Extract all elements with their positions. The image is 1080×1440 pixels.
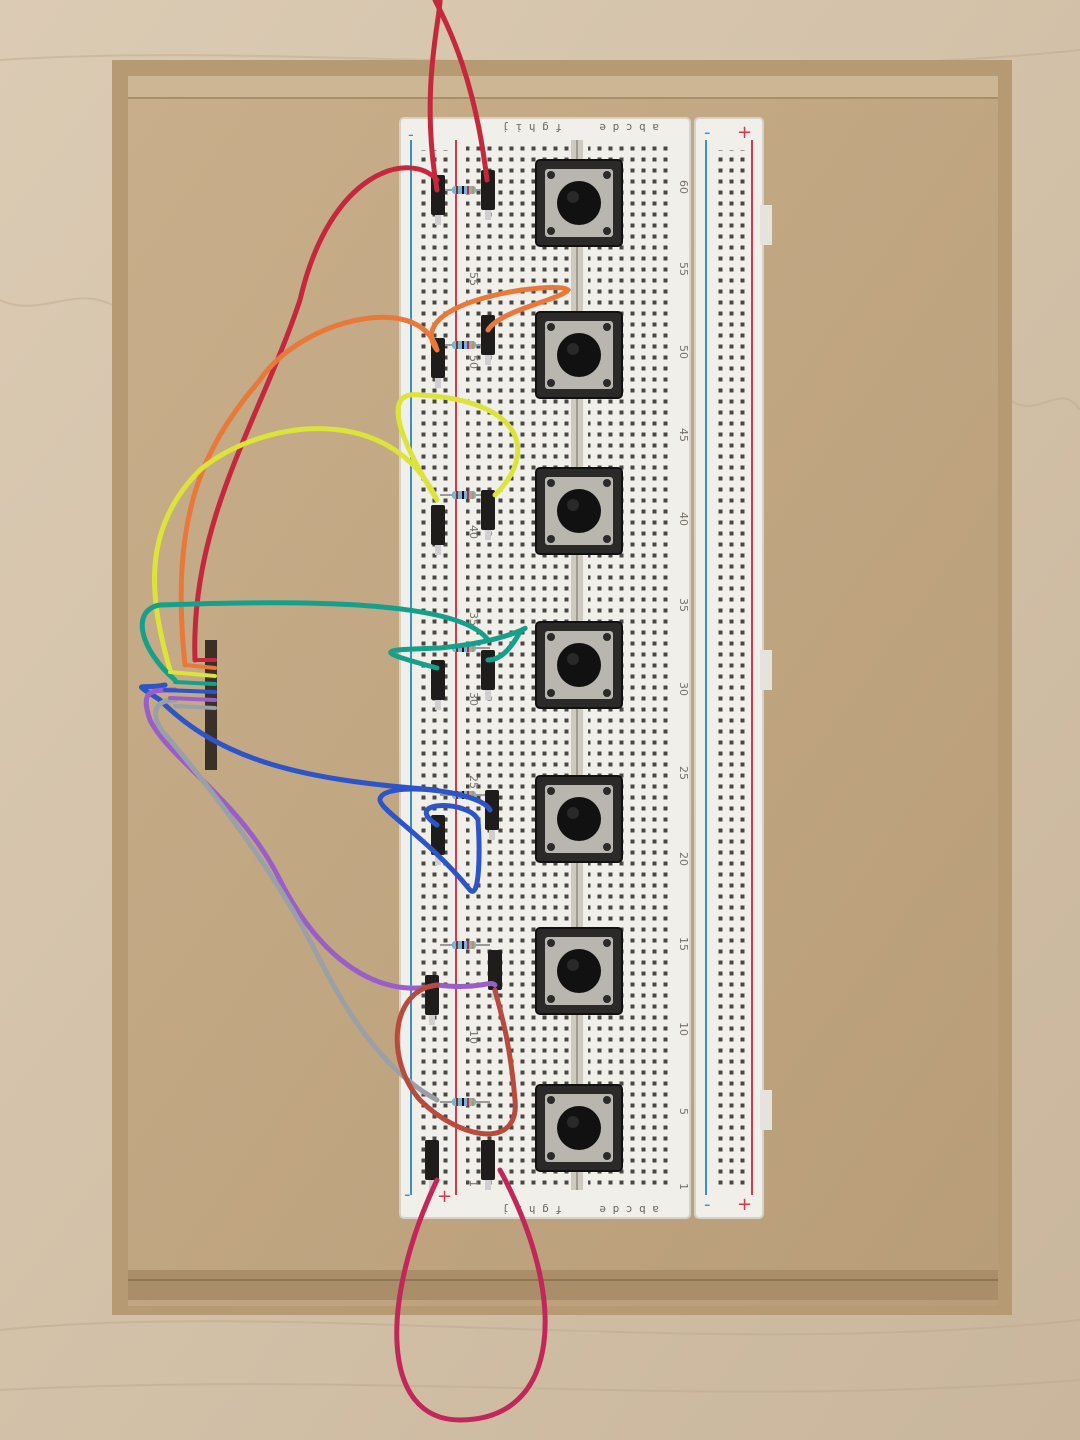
- wire-red-long: [192, 165, 440, 663]
- row-number-right: 50: [677, 345, 690, 359]
- row-number-left: 10: [467, 1030, 480, 1044]
- row-number-right: 15: [677, 937, 690, 951]
- top-column-letters-right: a b c d e: [599, 121, 659, 134]
- wire-blue: [139, 682, 493, 894]
- rail-left-top-sign: -: [408, 125, 414, 144]
- button-cap[interactable]: [557, 949, 601, 993]
- row-number-right: 10: [677, 1022, 690, 1036]
- row-number-left: 35: [467, 612, 480, 626]
- rail-left-bottom-minus: -: [404, 1184, 411, 1205]
- pin-header: [481, 490, 495, 540]
- button-cap[interactable]: [557, 643, 601, 687]
- wire-gray: [153, 697, 440, 1103]
- rail-left-bottom-plus: +: [437, 1186, 452, 1207]
- resistor: [440, 941, 490, 949]
- rail-right-bottom-minus: -: [704, 1194, 711, 1215]
- pin-header: [431, 505, 445, 555]
- push-button[interactable]: [535, 1084, 623, 1172]
- rail-right-top-minus: -: [704, 122, 711, 143]
- row-number-right: 60: [677, 180, 690, 194]
- push-button[interactable]: [535, 467, 623, 555]
- breadboard-labels: f g h i j a b c d e f g h i j a b c d e …: [404, 121, 752, 1216]
- button-cap[interactable]: [557, 1106, 601, 1150]
- row-number-left: 40: [467, 525, 480, 539]
- push-button[interactable]: [535, 775, 623, 863]
- button-cap[interactable]: [557, 181, 601, 225]
- wire-magenta-loop: [394, 1167, 548, 1423]
- wire-brown-red: [394, 982, 518, 1137]
- wire-teal: [139, 600, 528, 683]
- bottom-column-letters: f g h i j: [502, 1203, 562, 1216]
- row-number-right: 1: [677, 1183, 690, 1190]
- pin-header: [481, 1140, 495, 1190]
- wire-purple: [143, 687, 440, 991]
- row-number-right: 55: [677, 262, 690, 276]
- row-number-left: 25: [467, 775, 480, 789]
- row-number-right: 5: [677, 1108, 690, 1115]
- wire-yellow: [152, 392, 521, 673]
- wire-orange: [178, 285, 572, 668]
- row-number-right: 45: [677, 428, 690, 442]
- button-cap[interactable]: [557, 489, 601, 533]
- row-number-left: 55: [467, 272, 480, 286]
- resistor: [440, 341, 490, 349]
- button-cap[interactable]: [557, 333, 601, 377]
- push-button[interactable]: [535, 621, 623, 709]
- jumper-wires: [139, 0, 572, 1423]
- push-buttons: [535, 159, 623, 1172]
- row-number-right: 25: [677, 766, 690, 780]
- row-number-left: 30: [467, 692, 480, 706]
- row-number-right: 35: [677, 598, 690, 612]
- row-number-left: 50: [467, 355, 480, 369]
- rail-right-top-plus: +: [737, 122, 752, 143]
- pin-header: [431, 660, 445, 710]
- push-button[interactable]: [535, 159, 623, 247]
- rail-right-bottom-plus: +: [737, 1194, 752, 1215]
- wire-red-top-2: [432, 0, 490, 183]
- wire-purple-2: [434, 981, 498, 989]
- button-cap[interactable]: [557, 797, 601, 841]
- resistor: [440, 1098, 490, 1106]
- push-button[interactable]: [535, 927, 623, 1015]
- row-number-left: 1: [467, 1180, 480, 1187]
- row-number-right: 20: [677, 852, 690, 866]
- row-number-right: 30: [677, 682, 690, 696]
- bottom-column-letters-right: a b c d e: [599, 1203, 659, 1216]
- row-number-right: 40: [677, 512, 690, 526]
- top-column-letters: f g h i j: [502, 121, 562, 134]
- push-button[interactable]: [535, 311, 623, 399]
- ribbon-bundle: [163, 658, 217, 710]
